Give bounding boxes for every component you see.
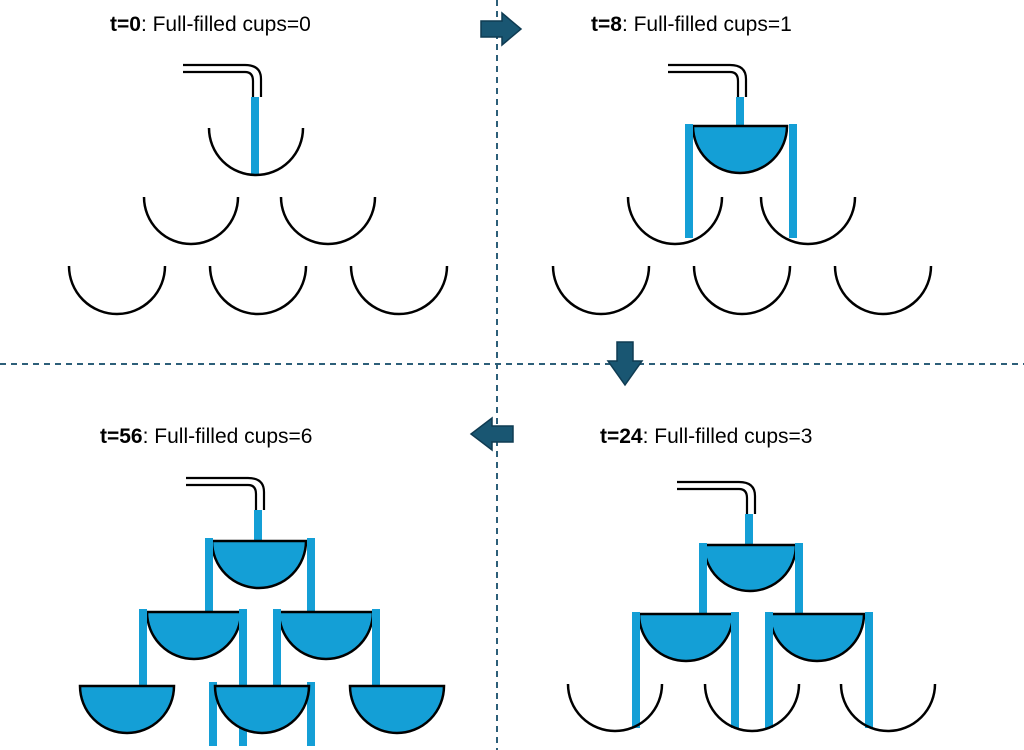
panel-title-t8: t=8: Full-filled cups=1 xyxy=(591,13,792,36)
cup-empty xyxy=(566,683,664,733)
cup-filled xyxy=(348,684,446,735)
cup-empty xyxy=(67,265,167,316)
water-stream xyxy=(239,609,247,746)
time-label: t=56 xyxy=(100,425,143,448)
water-stream xyxy=(765,612,773,728)
cup-empty xyxy=(692,265,792,316)
water-stream xyxy=(736,97,744,128)
cup-empty xyxy=(703,683,801,733)
cup-filled xyxy=(210,539,308,590)
caption: : Full-filled cups=6 xyxy=(143,425,313,448)
cup-empty xyxy=(839,683,937,733)
cup-filled xyxy=(637,612,735,663)
arrow-down-icon xyxy=(606,341,644,387)
panel-t24 xyxy=(566,480,937,733)
cup-empty xyxy=(142,196,240,246)
panel-t0 xyxy=(67,63,449,316)
water-stream xyxy=(205,538,213,612)
water-stream xyxy=(307,682,315,746)
water-stream xyxy=(307,538,315,612)
water-stream xyxy=(139,609,147,686)
time-label: t=24 xyxy=(600,425,643,448)
panel-title-t24: t=24: Full-filled cups=3 xyxy=(600,425,812,448)
faucet-pipe-inner xyxy=(677,487,749,514)
cup-filled xyxy=(78,684,176,735)
cup-filled xyxy=(768,612,866,663)
cup-filled xyxy=(702,543,798,593)
cup-empty xyxy=(208,265,308,316)
water-stream xyxy=(795,543,803,615)
caption: : Full-filled cups=1 xyxy=(622,13,792,36)
water-stream xyxy=(254,510,262,541)
water-stream xyxy=(789,124,797,238)
water-stream xyxy=(731,612,739,728)
cup-empty xyxy=(551,265,651,316)
arrow-left-icon xyxy=(469,416,514,452)
cup-filled xyxy=(145,610,243,661)
cup-empty xyxy=(279,196,377,246)
faucet-pipe-outer xyxy=(186,476,266,510)
water-stream xyxy=(632,612,640,728)
water-stream xyxy=(699,543,707,615)
panel-title-t0: t=0: Full-filled cups=0 xyxy=(110,13,311,36)
water-stream xyxy=(745,514,753,545)
faucet-pipe-outer xyxy=(668,63,748,97)
caption: : Full-filled cups=0 xyxy=(141,13,311,36)
panel-t56 xyxy=(78,476,446,746)
water-stream xyxy=(685,124,693,238)
water-stream xyxy=(372,609,380,686)
time-label: t=8 xyxy=(591,13,622,36)
panel-title-t56: t=56: Full-filled cups=6 xyxy=(100,425,312,448)
water-stream xyxy=(209,682,217,746)
faucet-pipe-inner xyxy=(186,483,258,510)
cup-empty xyxy=(207,127,305,177)
water-stream xyxy=(865,612,873,728)
water-stream xyxy=(251,97,259,174)
cup-filled xyxy=(213,684,311,735)
faucet-pipe-outer xyxy=(183,63,263,97)
panel-t8 xyxy=(551,63,933,316)
cup-filled xyxy=(691,124,789,175)
faucet-pipe-outer xyxy=(677,480,757,514)
water-stream xyxy=(273,609,281,686)
cup-empty xyxy=(349,265,449,316)
cup-empty xyxy=(759,196,857,246)
cup-empty xyxy=(626,196,724,246)
arrow-right-icon xyxy=(480,11,523,47)
faucet-pipe-inner xyxy=(668,70,740,97)
cup-filled xyxy=(277,610,375,661)
time-label: t=0 xyxy=(110,13,141,36)
cup-empty xyxy=(833,265,933,316)
caption: : Full-filled cups=3 xyxy=(643,425,813,448)
faucet-pipe-inner xyxy=(183,70,255,97)
